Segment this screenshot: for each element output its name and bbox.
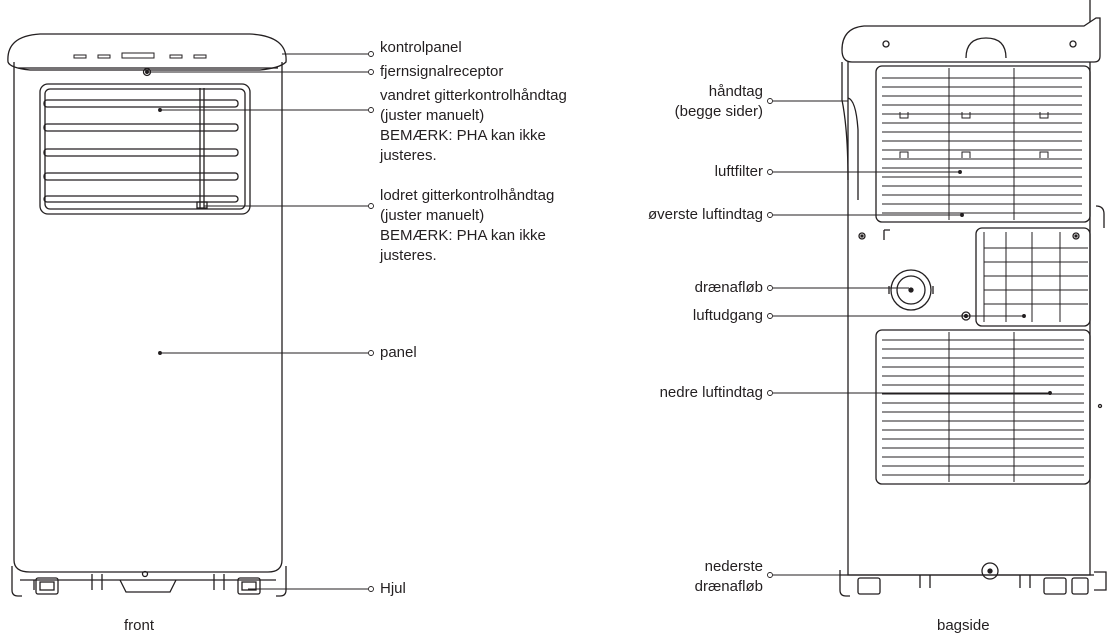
- top-handle: [965, 37, 1007, 59]
- label-line: lodret gitterkontrolhåndtag: [380, 187, 555, 204]
- label-line: BEMÆRK: PHA kan ikke: [380, 227, 546, 244]
- horizontal-louvers: [43, 99, 239, 203]
- label-handtag: håndtag (begge sider): [675, 82, 763, 122]
- label-draenafloeb: drænafløb: [694, 279, 763, 296]
- side-handle: [847, 97, 859, 200]
- lower-grille-slats: [882, 332, 1084, 482]
- label-overste-luftindtag: øverste luftindtag: [647, 206, 763, 223]
- label-line: BEMÆRK: PHA kan ikke: [380, 127, 546, 144]
- label-nedre-luftindtag: nedre luftindtag: [659, 384, 763, 401]
- label-lodret-gitterkontrolhandtag: lodret gitterkontrolhåndtag (juster manu…: [380, 186, 554, 266]
- front-body-outline: [13, 62, 283, 573]
- label-line: justeres.: [380, 247, 437, 264]
- label-kontrolpanel: kontrolpanel: [380, 39, 462, 56]
- vertical-louver-handle: [196, 88, 208, 209]
- back-base: [839, 570, 1094, 597]
- label-line: vandret gitterkontrolhåndtag: [380, 87, 567, 104]
- lower-intake-grille: [875, 329, 1091, 485]
- label-luftudgang: luftudgang: [692, 307, 763, 324]
- bottom-drain-icon: [981, 562, 999, 580]
- label-line: (juster manuelt): [380, 107, 485, 124]
- caption-bagside: bagside: [937, 617, 990, 634]
- upper-grille-slats: [882, 68, 1082, 220]
- label-line: nederste: [704, 558, 763, 575]
- front-top-cap: [7, 33, 287, 71]
- drain-outlet-icon: [890, 269, 932, 311]
- label-vandret-gitterkontrolhandtag: vandret gitterkontrolhåndtag (juster man…: [380, 86, 567, 166]
- louver-window: [39, 83, 251, 215]
- control-panel-buttons: [73, 52, 207, 59]
- wheel-icon: [35, 577, 261, 595]
- label-fjernsignalreceptor: fjernsignalreceptor: [380, 63, 504, 80]
- label-nederste-draenafloeb: nederste drænafløb: [695, 557, 763, 597]
- label-line: (juster manuelt): [380, 207, 485, 224]
- back-top-rim: [841, 17, 1101, 63]
- label-hjul: Hjul: [380, 580, 406, 597]
- label-line: justeres.: [380, 147, 437, 164]
- air-outlet-grid: [983, 232, 1088, 322]
- label-line: drænafløb: [694, 578, 763, 595]
- front-unit: [7, 33, 287, 597]
- front-base: [11, 566, 287, 597]
- air-outlet: [975, 227, 1091, 327]
- label-line: håndtag: [708, 83, 763, 100]
- label-line: (begge sider): [674, 103, 763, 120]
- back-unit: [839, 0, 1107, 597]
- caption-front: front: [124, 617, 155, 634]
- filter-grille: [875, 65, 1091, 223]
- leader-lines: [145, 51, 1052, 592]
- label-panel: panel: [380, 344, 417, 361]
- label-luftfilter: luftfilter: [714, 163, 763, 180]
